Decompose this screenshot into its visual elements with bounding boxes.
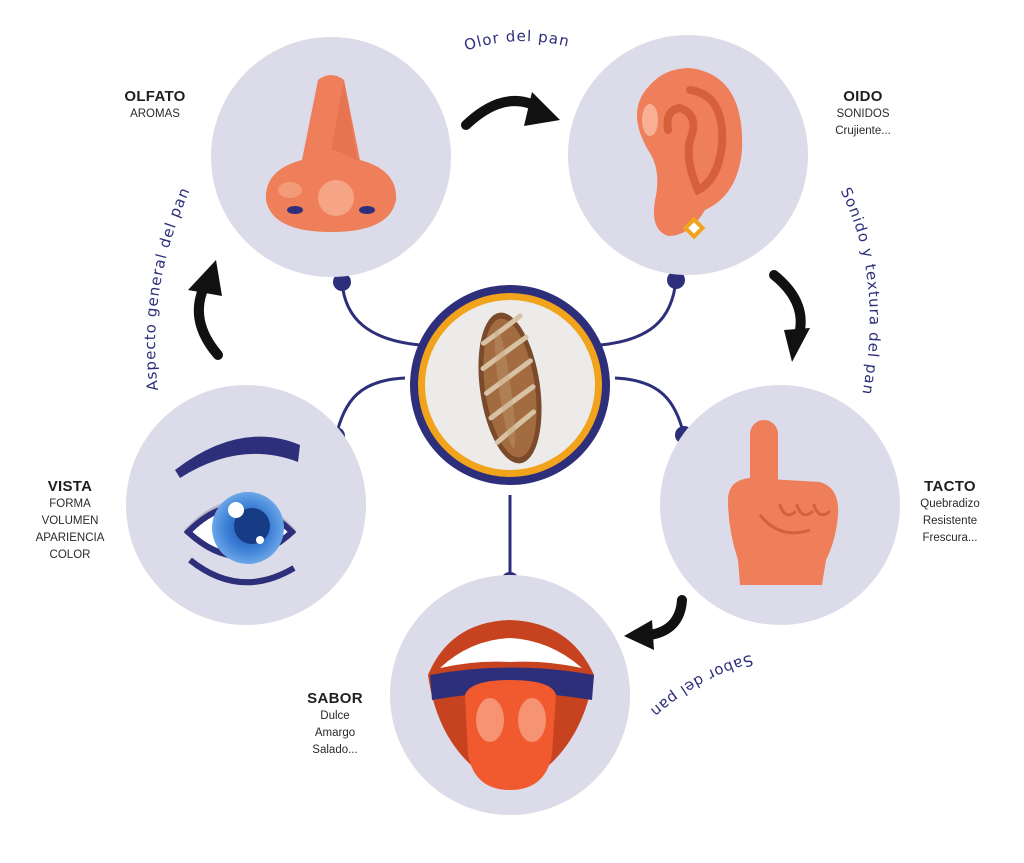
olfato-line-1: AROMAS [130,108,180,120]
connector-oido [599,279,678,347]
nose-icon [265,75,397,232]
vista-title: VISTA [47,478,93,495]
label-tacto: TACTO Quebradizo Resistente Frescura... [895,478,1005,547]
flow-olor-del-pan: Olor del pan [462,27,572,54]
label-oido: OIDO SONIDOS Crujiente... [808,88,918,140]
center-bread [410,285,610,485]
label-vista: VISTA FORMA VOLUMEN APARIENCIA COLOR [15,478,125,564]
vista-line-4: COLOR [49,549,91,561]
connectors [334,279,686,580]
connector-tacto [614,376,686,436]
connector-vista [334,376,406,437]
oido-title: OIDO [843,88,883,105]
vista-line-1: FORMA [49,498,91,510]
flow-aspecto-general: Aspecto general del pan [141,184,194,392]
sabor-line-3: Salado... [312,744,358,756]
tacto-line-3: Frescura... [922,532,978,544]
tacto-title: TACTO [924,478,976,495]
olfato-title: OLFATO [124,88,186,105]
hand-finger-icon [728,420,839,585]
tacto-line-2: Resistente [922,515,978,527]
mouth-tongue-icon [428,620,594,790]
eye-icon [175,436,300,586]
sabor-title: SABOR [307,690,363,707]
tacto-line-1: Quebradizo [920,498,980,510]
connector-olfato [340,281,421,347]
vista-line-2: VOLUMEN [41,515,99,527]
flow-sabor-del-pan: Sabor del pan [647,651,755,721]
arrow-oido-tacto [769,270,810,362]
label-sabor: SABOR Dulce Amargo Salado... [280,690,390,759]
bread-loaf-icon [478,312,542,464]
sabor-line-2: Amargo [314,727,356,739]
sabor-line-1: Dulce [320,710,350,722]
arrow-olfato-oido [461,92,560,130]
label-olfato: OLFATO AROMAS [100,88,210,123]
arrow-tacto-sabor [624,595,687,650]
flow-sonido-textura: Sonido y textura del pan [837,185,884,397]
vista-line-3: APARIENCIA [35,532,105,544]
ear-icon [636,68,743,240]
oido-line-1: SONIDOS [836,108,890,120]
oido-line-2: Crujiente... [835,125,891,137]
arrow-vista-olfato [188,260,223,360]
